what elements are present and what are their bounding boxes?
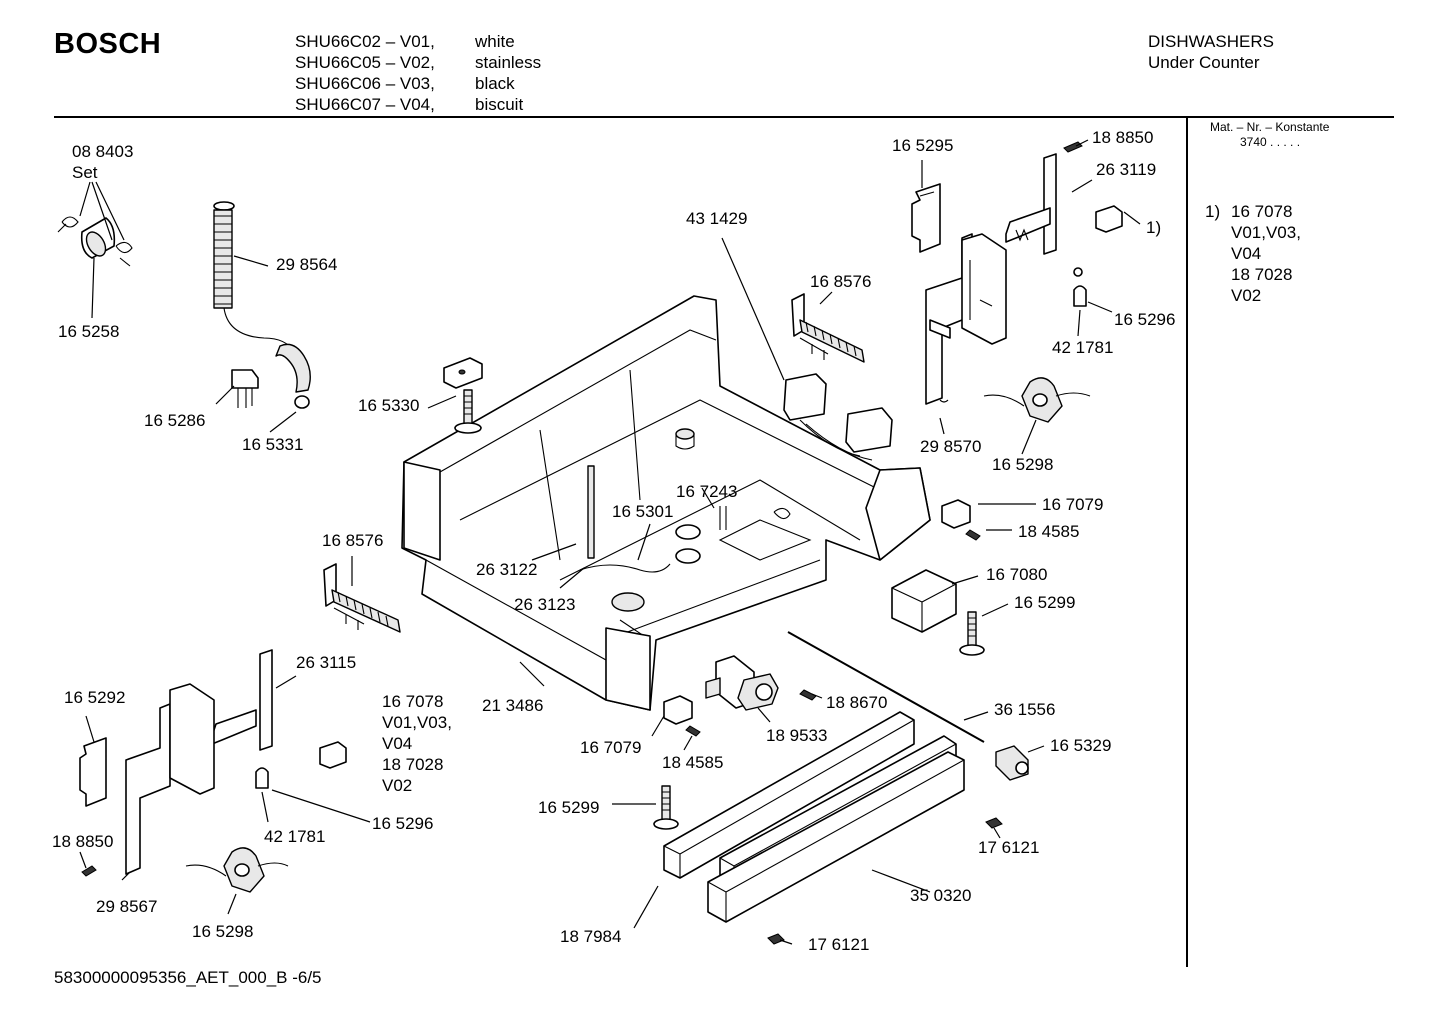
label-v01v03: V01,V03, [382, 713, 452, 732]
label-165298-lower: 16 5298 [192, 922, 253, 941]
left-bracket-assembly-drawing [79, 649, 347, 893]
header-rule [54, 116, 1394, 118]
label-165298-upper: 16 5298 [992, 455, 1053, 474]
footnote-line-3: V04 [1231, 244, 1262, 263]
label-188670: 18 8670 [826, 693, 887, 712]
side-panel-divider [1186, 117, 1188, 967]
exploded-parts-diagram: 08 8403 Set 16 5258 29 8564 16 5286 16 5… [52, 128, 1175, 954]
label-165330: 16 5330 [358, 396, 419, 415]
label-188850-upper: 18 8850 [1092, 128, 1153, 147]
brand-logo: BOSCH [54, 28, 162, 60]
label-v04: V04 [382, 734, 412, 753]
foot-lower-drawing [653, 785, 679, 830]
hose-clip-drawing [231, 369, 259, 408]
label-350320: 35 0320 [910, 886, 971, 905]
junction-cover-drawing [891, 569, 957, 633]
label-184585-lower: 18 4585 [662, 753, 723, 772]
label-187028: 18 7028 [382, 755, 443, 774]
label-263119: 26 3119 [1096, 160, 1156, 179]
label-165301: 16 5301 [612, 502, 673, 521]
label-213486: 21 3486 [482, 696, 543, 715]
document-id: 58300000095356_AET_000_B -6/5 [54, 968, 322, 987]
model-code-3: SHU66C06 – V03, [295, 74, 435, 93]
label-298567: 29 8567 [96, 897, 157, 916]
screw-176121-drawing [767, 817, 1003, 945]
model-color-1: white [475, 32, 515, 51]
label-263123: 26 3123 [514, 595, 575, 614]
footnote-line-5: V02 [1231, 286, 1262, 305]
foot-right-drawing [959, 611, 985, 656]
footnote-line-4: 18 7028 [1231, 265, 1293, 284]
label-168576-upper: 16 8576 [810, 272, 871, 291]
label-176121-lower: 17 6121 [808, 935, 869, 954]
label-165329: 16 5329 [1050, 736, 1111, 755]
model-code-2: SHU66C05 – V02, [295, 53, 435, 72]
model-code-4: SHU66C07 – V04, [295, 95, 435, 114]
inlet-valve-drawing [705, 655, 779, 711]
label-165296-upper: 16 5296 [1114, 310, 1175, 329]
label-167080: 16 7080 [986, 565, 1047, 584]
footnote-marker: 1) [1205, 202, 1221, 221]
model-color-2: stainless [475, 53, 542, 72]
label-176121-right: 17 6121 [978, 838, 1039, 857]
leveling-foot-drawing [443, 357, 483, 434]
label-189533: 18 9533 [766, 726, 827, 745]
label-263115: 26 3115 [296, 653, 356, 672]
label-165292: 16 5292 [64, 688, 125, 707]
label-168576-lower: 16 8576 [322, 531, 383, 550]
label-298570: 29 8570 [920, 437, 981, 456]
right-bracket-assembly-drawing [911, 141, 1123, 423]
label-421781-upper: 42 1781 [1052, 338, 1113, 357]
lower-small-bracket-drawing [663, 695, 701, 737]
label-165295: 16 5295 [892, 136, 953, 155]
heater-lower-drawing [323, 563, 401, 633]
label-298564: 29 8564 [276, 255, 337, 274]
cable-harness-drawing [783, 373, 893, 461]
label-167079-right: 16 7079 [1042, 495, 1103, 514]
heater-upper-drawing [791, 293, 865, 363]
mat-nr-value: 3740 . . . . . [1240, 135, 1301, 149]
label-165331: 16 5331 [242, 435, 303, 454]
model-code-1: SHU66C02 – V01, [295, 32, 435, 51]
mat-nr-label: Mat. – Nr. – Konstante [1210, 120, 1330, 134]
label-167243: 16 7243 [676, 482, 737, 501]
right-small-bracket-drawing [941, 499, 981, 541]
footnote-line-1: 16 7078 [1231, 202, 1293, 221]
leader-lines [79, 139, 1141, 945]
label-165286: 16 5286 [144, 411, 205, 430]
label-v02: V02 [382, 776, 412, 795]
rod-drawing [787, 631, 985, 743]
label-431429: 43 1429 [686, 209, 747, 228]
label-165296-lower: 16 5296 [372, 814, 433, 833]
label-188850-lower: 18 8850 [52, 832, 113, 851]
model-color-4: biscuit [475, 95, 524, 114]
base-frame-drawing [401, 295, 931, 711]
category-subtitle: Under Counter [1148, 53, 1260, 72]
label-set: Set [72, 163, 98, 182]
label-165258: 16 5258 [58, 322, 119, 341]
label-184585-right: 18 4585 [1018, 522, 1079, 541]
end-cap-drawing [995, 745, 1029, 781]
label-167078: 16 7078 [382, 692, 443, 711]
label-263122: 26 3122 [476, 560, 537, 579]
label-187984: 18 7984 [560, 927, 621, 946]
label-421781-lower: 42 1781 [264, 827, 325, 846]
hose-clamp-set-drawing [57, 216, 133, 267]
model-color-3: black [475, 74, 515, 93]
label-167079-lower: 16 7079 [580, 738, 641, 757]
label-165299-right: 16 5299 [1014, 593, 1075, 612]
label-footnote-1: 1) [1146, 218, 1161, 237]
footnote-line-2: V01,V03, [1231, 223, 1301, 242]
drain-hose-drawing [213, 201, 311, 409]
label-165299-lower: 16 5299 [538, 798, 599, 817]
label-361556: 36 1556 [994, 700, 1055, 719]
category-title: DISHWASHERS [1148, 32, 1274, 51]
kick-plate-drawing [663, 711, 965, 923]
label-088403: 08 8403 [72, 142, 133, 161]
